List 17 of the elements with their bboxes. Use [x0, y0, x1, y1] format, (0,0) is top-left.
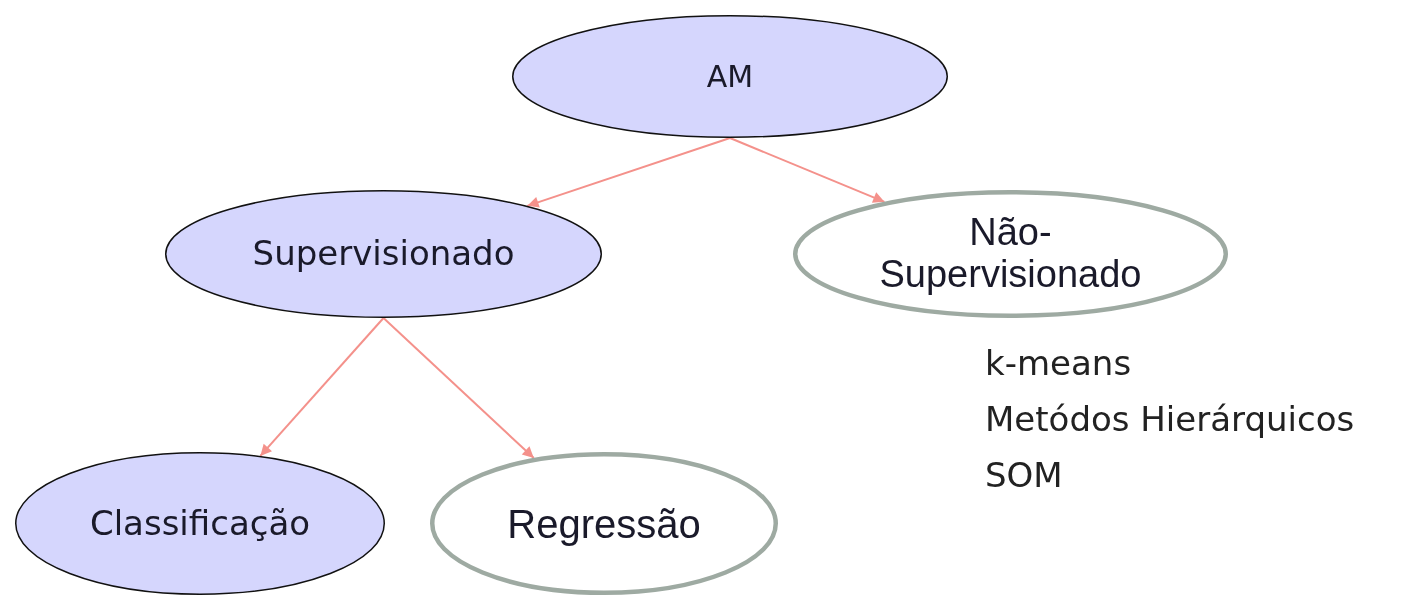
arrow — [526, 137, 731, 208]
method-text: Metódos Hierárquicos — [985, 401, 1355, 439]
arrow — [382, 317, 535, 460]
node-label: Regressão — [507, 501, 701, 546]
arrow — [259, 317, 385, 457]
ellipse-node — [165, 190, 602, 318]
method-text: k-means — [985, 345, 1132, 383]
ellipse-node — [430, 452, 778, 595]
method-text: SOM — [985, 457, 1063, 495]
node-label: AM — [706, 60, 754, 93]
node-label: Não-Supervisionado — [878, 212, 1143, 296]
ellipse-node — [512, 15, 948, 138]
node-label: Supervisionado — [252, 235, 515, 273]
ellipse-node — [15, 452, 385, 595]
ellipse-node — [793, 190, 1228, 318]
node-label: Classificação — [89, 504, 311, 543]
arrow — [729, 137, 886, 203]
